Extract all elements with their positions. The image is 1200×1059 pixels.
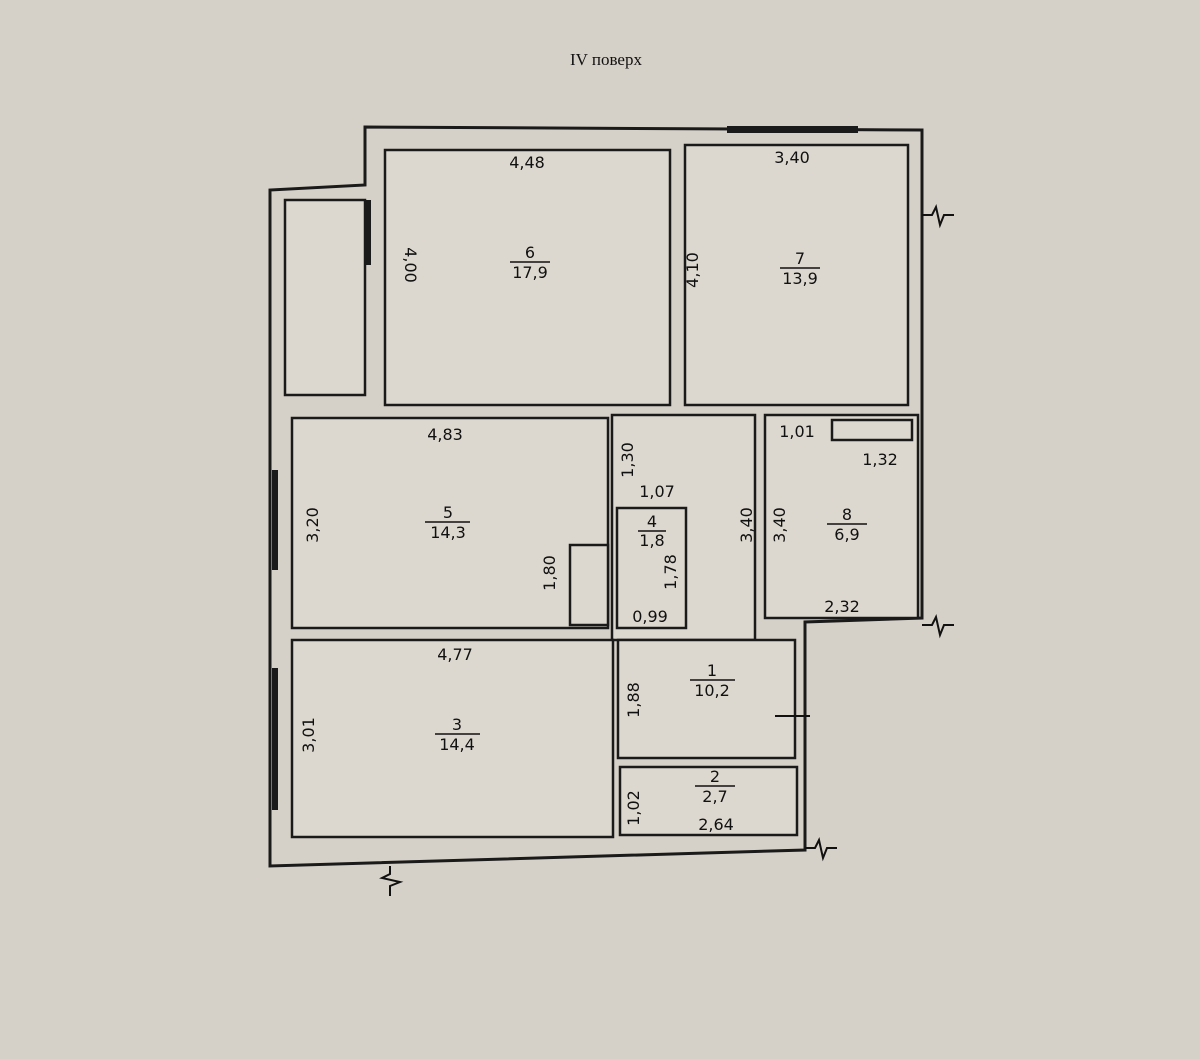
room-6-label: 6 17,9 [510, 243, 550, 282]
window-left-3 [272, 668, 278, 810]
dim: 1,32 [862, 450, 898, 469]
dim: 1,30 [618, 442, 637, 478]
outer-wall [268, 125, 924, 868]
dim: 0,99 [632, 607, 668, 626]
break-mark [805, 837, 837, 862]
balcony [283, 198, 367, 397]
window-top [727, 126, 858, 133]
dim: 1,01 [779, 422, 815, 441]
dim: 4,10 [683, 252, 702, 288]
dim: 3,40 [737, 507, 756, 543]
dim: 3,20 [303, 507, 322, 543]
room-number: 6 [525, 243, 535, 262]
room-number: 2 [710, 767, 720, 786]
dim: 1,02 [624, 790, 643, 826]
room-7-label: 7 13,9 [780, 249, 820, 288]
room-number: 4 [647, 512, 657, 531]
room-8-label: 8 6,9 [827, 505, 867, 544]
room-area: 14,4 [439, 735, 475, 754]
break-mark [922, 204, 954, 229]
room-area: 13,9 [782, 269, 818, 288]
window-left-5 [272, 470, 278, 570]
room-4 [615, 506, 688, 630]
dim: 3,40 [770, 507, 789, 543]
room-area: 2,7 [702, 787, 727, 806]
break-mark [922, 614, 954, 639]
room-area: 17,9 [512, 263, 548, 282]
room-7 [683, 143, 910, 407]
room-8 [763, 413, 920, 620]
dim: 2,32 [824, 597, 860, 616]
room-1-label: 1 10,2 [690, 661, 735, 700]
ventilation-shaft [568, 543, 610, 627]
dim: 4,77 [437, 645, 473, 664]
room-5 [290, 416, 610, 630]
break-mark [379, 866, 404, 896]
balcony-door [366, 200, 371, 265]
floor-title: IV поверх [570, 50, 642, 69]
room-number: 8 [842, 505, 852, 524]
dim: 1,07 [639, 482, 675, 501]
room-1 [616, 638, 797, 760]
room-area: 10,2 [694, 681, 730, 700]
dim: 1,88 [624, 682, 643, 718]
room-3-label: 3 14,4 [435, 715, 480, 754]
dim: 3,40 [774, 148, 810, 167]
room-area: 1,8 [639, 531, 664, 550]
room-3 [290, 638, 615, 839]
room-4-label: 4 1,8 [638, 512, 666, 550]
dim: 4,00 [401, 247, 420, 283]
room-number: 5 [443, 503, 453, 522]
dim: 4,48 [509, 153, 545, 172]
room-8-closet [830, 418, 914, 442]
room-area: 6,9 [834, 525, 859, 544]
room-area: 14,3 [430, 523, 466, 542]
dim: 3,01 [299, 717, 318, 753]
room-5-label: 5 14,3 [425, 503, 470, 542]
dim: 4,83 [427, 425, 463, 444]
room-6 [383, 148, 672, 407]
dim: 1,78 [661, 554, 680, 590]
room-number: 7 [795, 249, 805, 268]
dim: 2,64 [698, 815, 734, 834]
room-number: 3 [452, 715, 462, 734]
room-2 [618, 765, 799, 837]
room-2-label: 2 2,7 [695, 767, 735, 806]
dim: 1,80 [540, 555, 559, 591]
room-number: 1 [707, 661, 717, 680]
